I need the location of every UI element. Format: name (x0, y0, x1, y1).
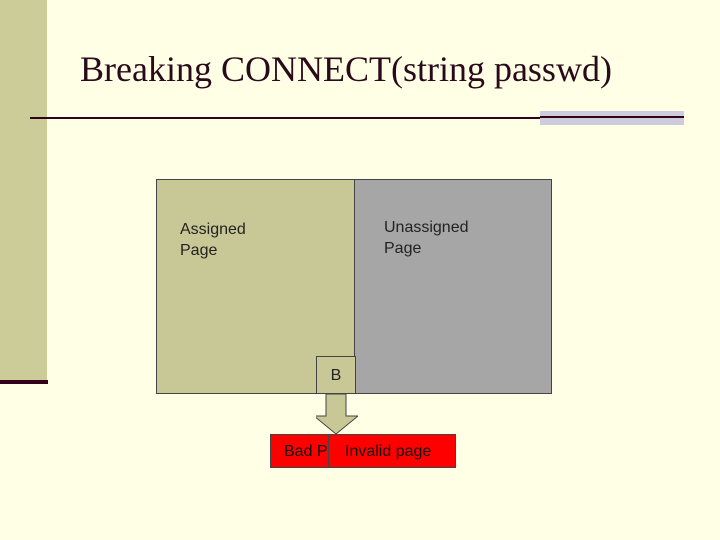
assigned-page-label: Assigned Page (180, 221, 246, 259)
bad-page-box: Bad P (270, 434, 334, 468)
unassigned-page-label: Unassigned Page (384, 219, 469, 257)
down-arrow-icon (316, 394, 358, 435)
left-accent-bar (0, 0, 47, 380)
title-divider (30, 117, 684, 119)
invalid-page-box: Invalid page (328, 434, 456, 468)
title-divider-accent (540, 111, 684, 125)
buffer-box: B (316, 356, 356, 394)
unassigned-page-box (354, 179, 552, 394)
slide-title: Breaking CONNECT(string passwd) (80, 49, 612, 89)
left-accent-line (0, 380, 48, 384)
